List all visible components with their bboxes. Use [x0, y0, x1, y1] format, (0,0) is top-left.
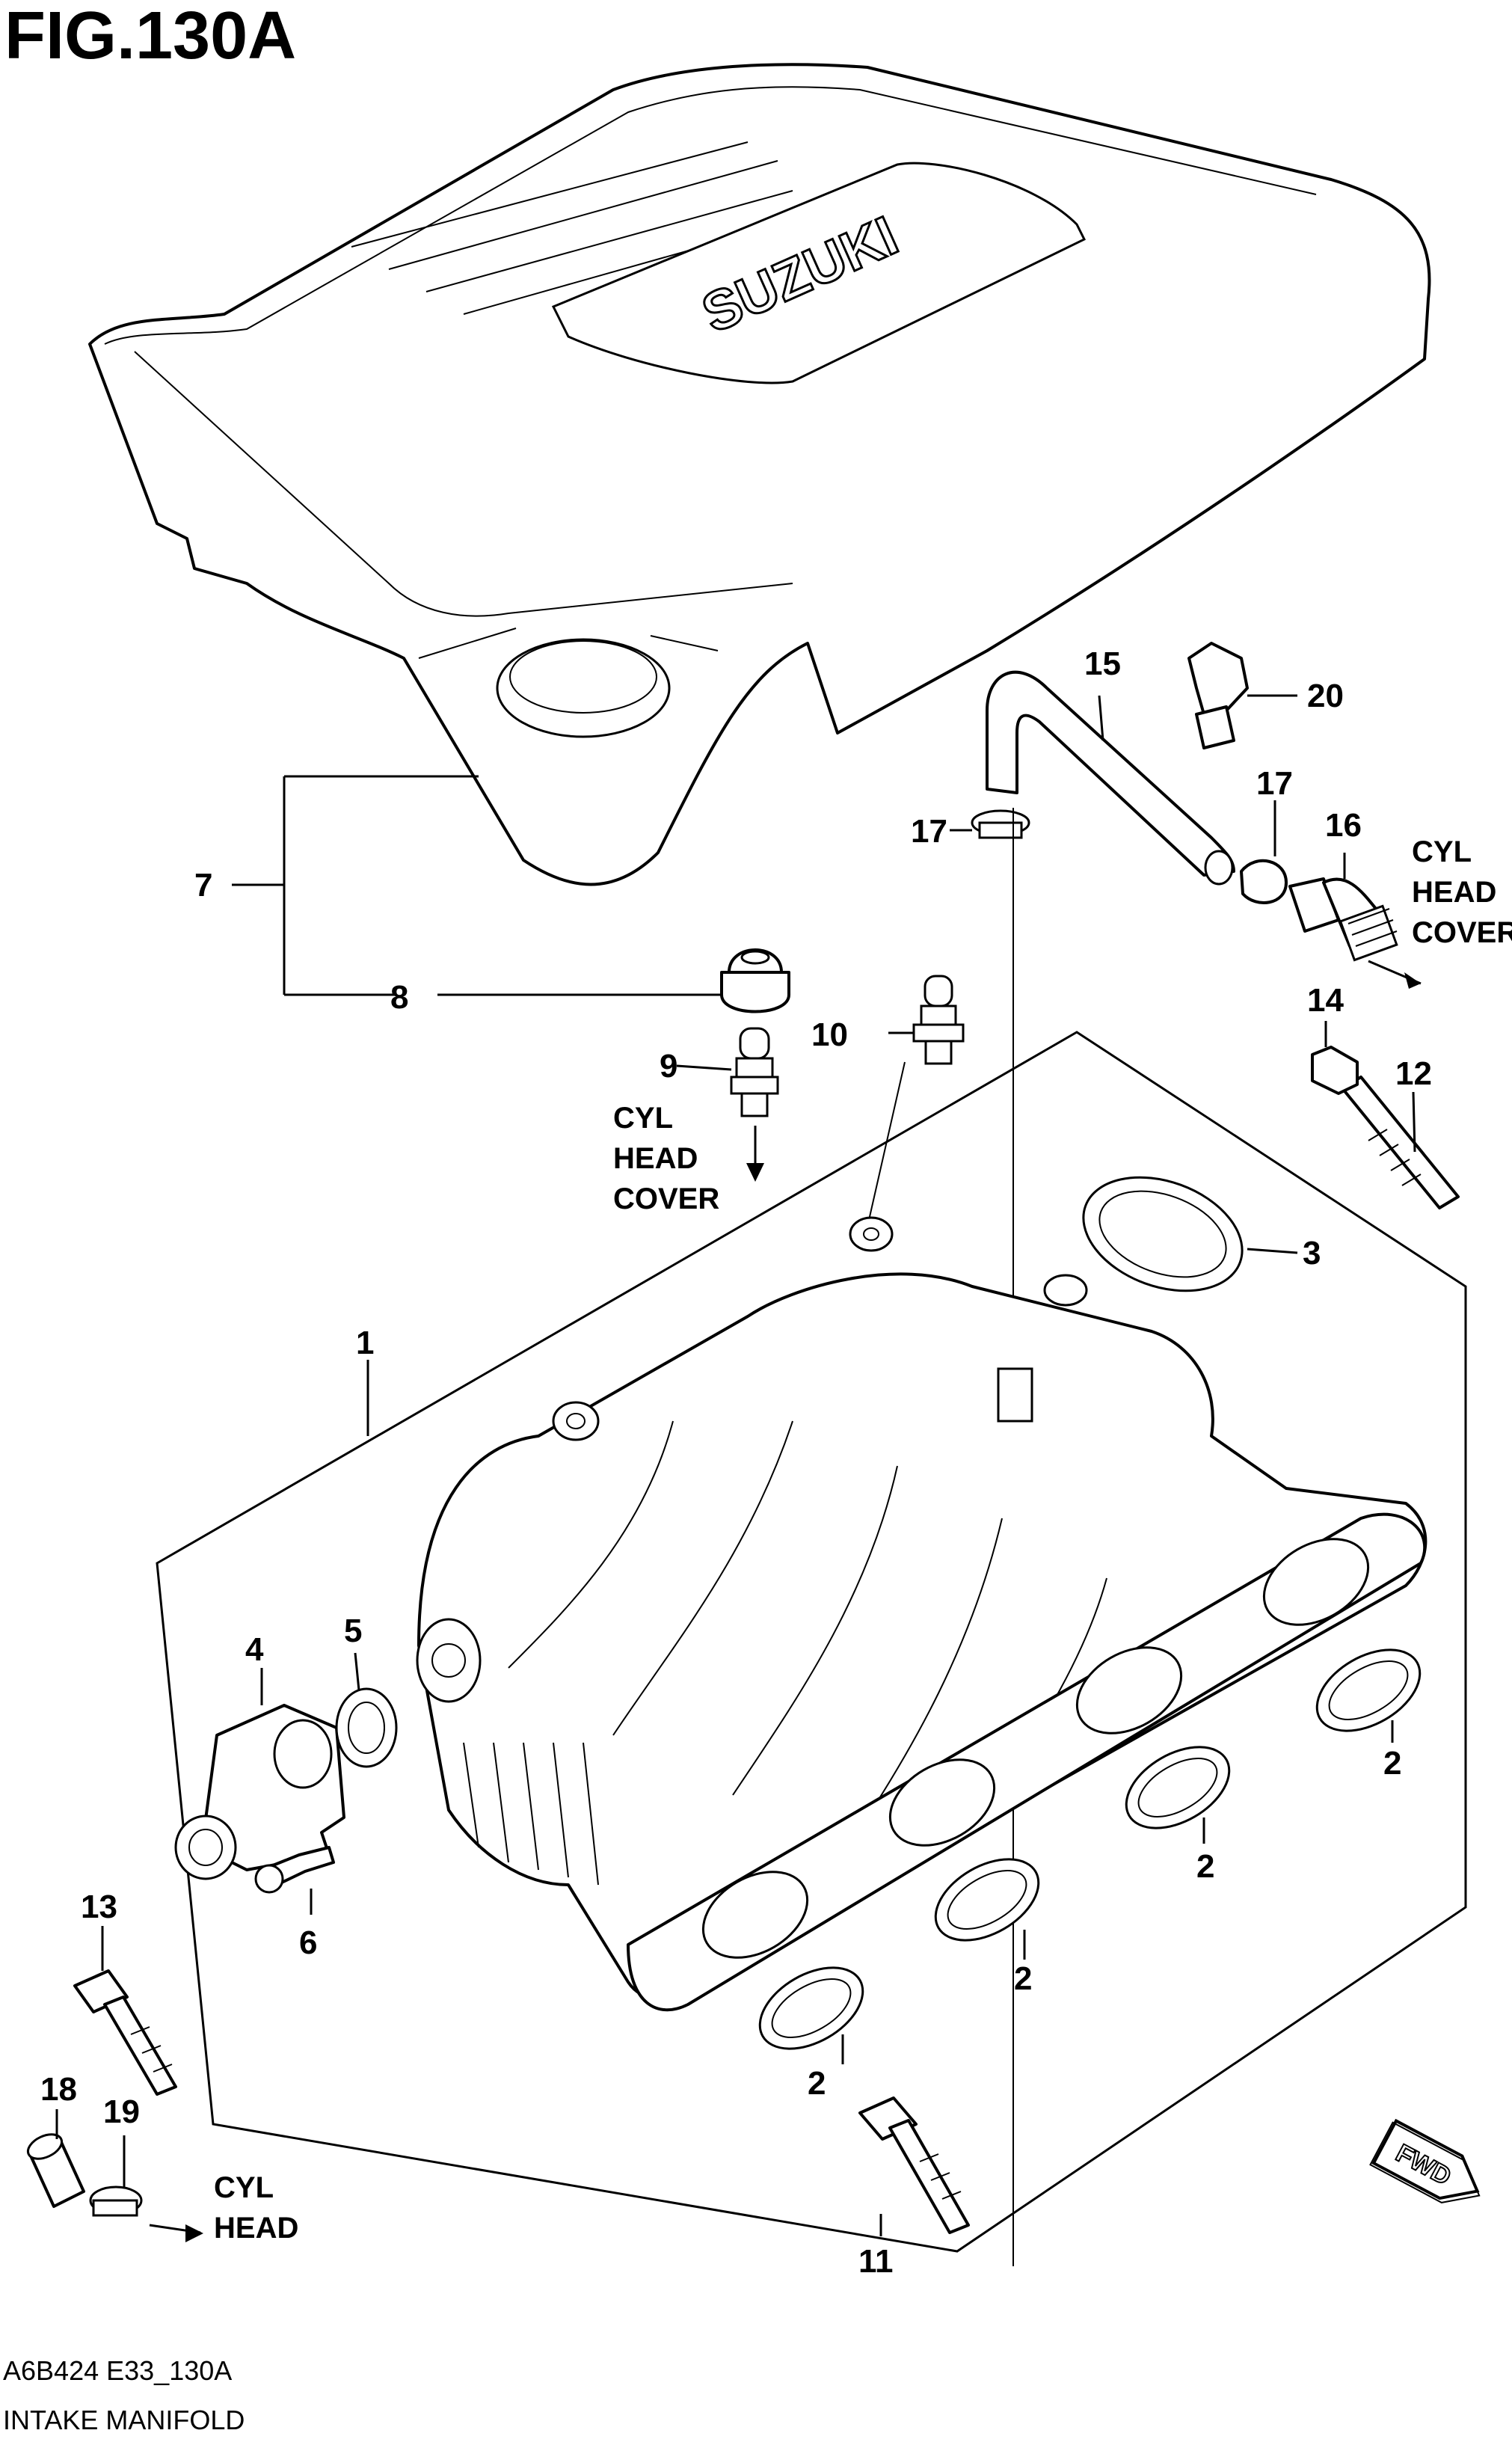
- pcv-valve: [1288, 853, 1398, 962]
- callout-4: 4: [245, 1631, 264, 1668]
- engine-cover: SUZUKI: [88, 63, 1431, 886]
- arrow-cylhead-cover-top: [1368, 960, 1422, 989]
- hose-clamp-17-right: [1240, 800, 1288, 904]
- callout-6: 6: [299, 1924, 317, 1961]
- callout-2c: 2: [1196, 1848, 1214, 1885]
- callout-17b: 17: [1256, 765, 1293, 802]
- callout-14: 14: [1307, 982, 1344, 1019]
- note-cylhead-cover-top-line2: HEAD: [1412, 876, 1496, 909]
- callout-16: 16: [1325, 807, 1362, 844]
- callout-18: 18: [40, 2071, 77, 2108]
- throttle-position-sensor: [174, 1668, 345, 1880]
- seal-2d: [1315, 1648, 1422, 1743]
- seal-2c: [1125, 1746, 1231, 1844]
- callout-19: 19: [103, 2093, 140, 2130]
- callout-5: 5: [344, 1613, 362, 1649]
- stud-bolt-9: [676, 1027, 779, 1117]
- callout-1: 1: [356, 1325, 374, 1361]
- callout-7: 7: [194, 867, 212, 904]
- figure-code: A6B424 E33_130A: [3, 2355, 232, 2386]
- assembly-box: [156, 1031, 1467, 2253]
- arrow-cylhead-bottom: [149, 2224, 203, 2242]
- callout-bracket-7: [232, 775, 479, 996]
- callout-9: 9: [660, 1048, 677, 1085]
- hose-clamp-19: [89, 2135, 143, 2217]
- figure-title: FIG.130A: [4, 0, 296, 73]
- seal-2b: [934, 1858, 1040, 1960]
- callout-2a: 2: [808, 2065, 826, 2102]
- rubber-mount: [437, 948, 790, 1013]
- callout-8: 8: [390, 979, 408, 1016]
- note-cylhead-cover-mid-line3: COVER: [613, 1182, 719, 1215]
- hose-clamp-17-left: [950, 809, 1030, 839]
- note-cylhead-cover-top-line3: COVER: [1412, 916, 1512, 949]
- arrow-cylhead-cover-mid: [746, 1126, 764, 1182]
- bolt-11: [858, 2096, 970, 2236]
- callout-13: 13: [81, 1889, 117, 1925]
- callout-10: 10: [811, 1016, 848, 1053]
- fwd-badge: FWD: [1369, 2118, 1481, 2203]
- callout-20: 20: [1307, 678, 1344, 714]
- bolt-13: [73, 1926, 177, 2096]
- hose-18: [26, 2109, 85, 2208]
- note-cylhead-cover-mid-line2: HEAD: [613, 1142, 698, 1175]
- callout-17a: 17: [911, 813, 947, 850]
- note-cylhead-cover-top-line1: CYL: [1412, 835, 1472, 868]
- callout-2d: 2: [1383, 1745, 1401, 1782]
- pcv-hose: [986, 670, 1235, 886]
- callout-2b: 2: [1014, 1960, 1032, 1997]
- note-cylhead-cover-mid-line1: CYL: [613, 1102, 673, 1135]
- stud-bolt-10: [867, 975, 965, 1227]
- bolt-12: [1341, 1076, 1460, 1209]
- sensor-gasket-5: [335, 1652, 398, 1768]
- throttle-gasket-3: [1082, 1176, 1298, 1292]
- hose-clip-20: [1187, 642, 1297, 749]
- note-cylhead-bottom-line2: HEAD: [214, 2212, 298, 2245]
- note-cylhead-bottom-line1: CYL: [214, 2171, 274, 2204]
- figure-name: INTAKE MANIFOLD: [3, 2405, 245, 2435]
- callout-3: 3: [1303, 1235, 1321, 1271]
- callout-11: 11: [858, 2243, 894, 2280]
- callout-15: 15: [1084, 645, 1121, 682]
- callout-12: 12: [1395, 1055, 1432, 1092]
- nut-14: [1311, 1021, 1359, 1095]
- seal-2a: [758, 1966, 864, 2064]
- screw-6: [254, 1846, 335, 1915]
- intake-manifold: [366, 1216, 1428, 2012]
